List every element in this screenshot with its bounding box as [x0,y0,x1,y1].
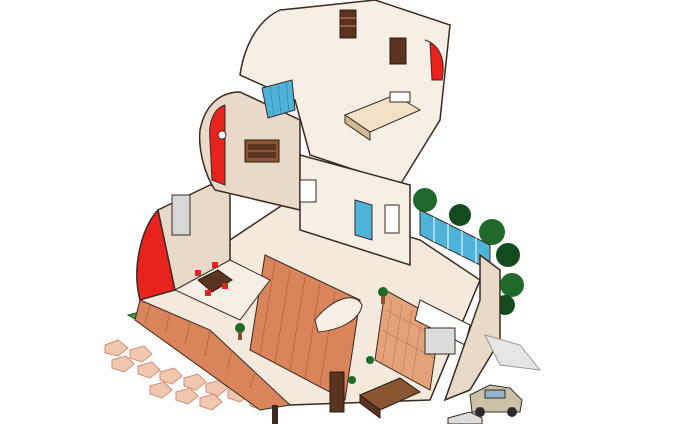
driveway [484,334,542,371]
right-exterior-wall [443,253,501,402]
hall-floor [249,254,361,401]
deck-post [272,405,278,424]
plant-icon [235,287,388,384]
paving-stones [104,339,273,411]
dining-table [195,262,233,296]
kitchen-counter [414,299,471,355]
fridge [171,194,191,236]
round-window [217,130,227,140]
shower [354,199,373,241]
bed-icon [343,91,422,141]
car-icon-second [447,411,483,424]
tall-bookshelf [329,371,345,413]
toilet [299,179,317,203]
car-icon [469,384,523,417]
red-wall-upper [209,104,226,186]
sofa-icon [359,377,422,419]
dresser [244,139,280,163]
attic-red-wall [424,39,444,81]
bath-icon [384,204,400,234]
deck-planks [144,304,256,389]
living-room-floor [173,259,271,321]
bookshelf [339,9,407,65]
